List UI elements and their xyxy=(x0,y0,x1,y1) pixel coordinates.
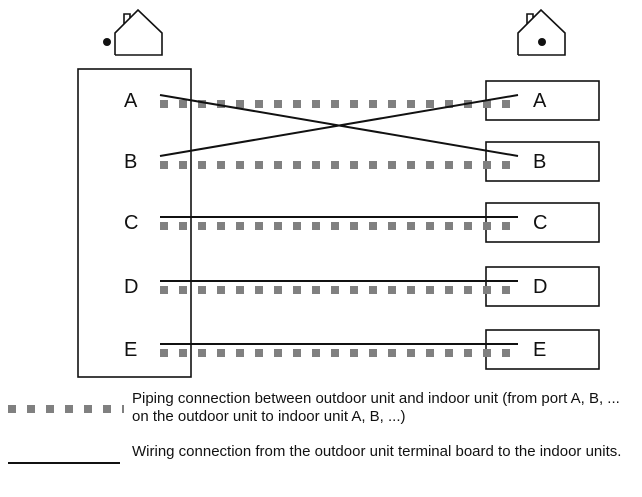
indoor-unit-label-d: D xyxy=(533,276,547,298)
house-outdoor-icon xyxy=(103,8,163,56)
wiring-line-b-a xyxy=(159,94,519,157)
outdoor-port-label-e: E xyxy=(124,339,137,361)
outdoor-port-label-d: D xyxy=(124,276,138,298)
indoor-unit-label-a: A xyxy=(533,90,547,112)
indoor-unit-label-b: B xyxy=(533,151,546,173)
outdoor-unit-box xyxy=(77,68,192,378)
indoor-unit-label-e: E xyxy=(533,339,546,361)
legend-piping-text: Piping connection between outdoor unit a… xyxy=(132,390,620,425)
outdoor-port-label-a: A xyxy=(124,90,138,112)
indoor-unit-label-c: C xyxy=(533,212,547,234)
house-indoor-icon xyxy=(517,8,566,56)
outdoor-port-label-c: C xyxy=(124,212,138,234)
outdoor-port-label-b: B xyxy=(124,151,137,173)
legend-wiring-text: Wiring connection from the outdoor unit … xyxy=(132,443,622,460)
